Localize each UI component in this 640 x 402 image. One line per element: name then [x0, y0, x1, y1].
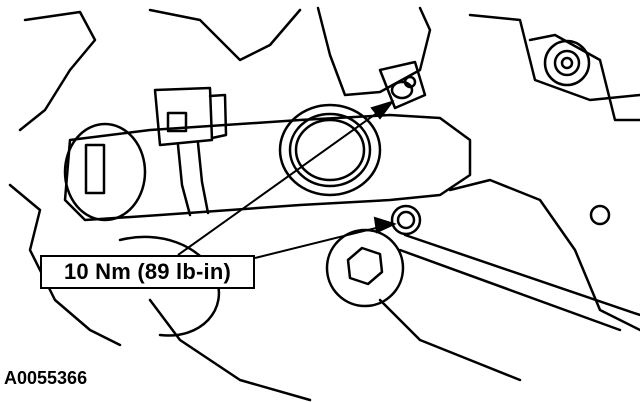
left-tube-end	[63, 122, 147, 222]
top-center-casting	[316, 6, 432, 97]
upper-bolt-stem	[403, 75, 417, 89]
hex-nut	[346, 246, 384, 286]
lower-arrowhead	[373, 216, 397, 234]
diagonal-strap	[398, 233, 640, 332]
lower-leader-line	[254, 225, 385, 259]
right-fitting-center	[560, 56, 574, 70]
bottom-right-casting	[378, 298, 522, 382]
torque-spec-label: 10 Nm (89 lb-in)	[63, 259, 231, 284]
right-bracket	[528, 33, 640, 122]
torque-spec-callout: 10 Nm (89 lb-in)	[40, 255, 255, 289]
center-port-ring	[294, 118, 366, 182]
upper-leader-line	[177, 107, 385, 256]
right-housing	[468, 13, 640, 102]
hex-nut-seat	[325, 228, 405, 308]
right-fitting-inner	[553, 49, 581, 77]
center-port-outer	[278, 103, 382, 197]
left-slot	[84, 143, 106, 195]
figure-id-label: A0055366	[4, 368, 88, 388]
electrical-connector	[153, 86, 214, 147]
right-lower-housing	[448, 178, 640, 332]
bottom-casting	[148, 298, 312, 402]
upper-bolt-boss	[378, 60, 427, 110]
lower-bolt-outer	[390, 204, 422, 236]
left-housing-outline	[18, 10, 97, 132]
right-small-fitting	[589, 204, 611, 226]
upper-bolt-head	[390, 80, 414, 100]
upper-arrowhead	[370, 100, 395, 120]
right-fitting-outer	[543, 39, 591, 87]
lower-bolt-inner	[396, 210, 416, 230]
center-port-inner	[288, 112, 372, 188]
connector-body	[208, 93, 228, 140]
top-bracket	[148, 8, 302, 62]
connector-wire	[176, 141, 210, 217]
connector-latch	[166, 111, 188, 133]
